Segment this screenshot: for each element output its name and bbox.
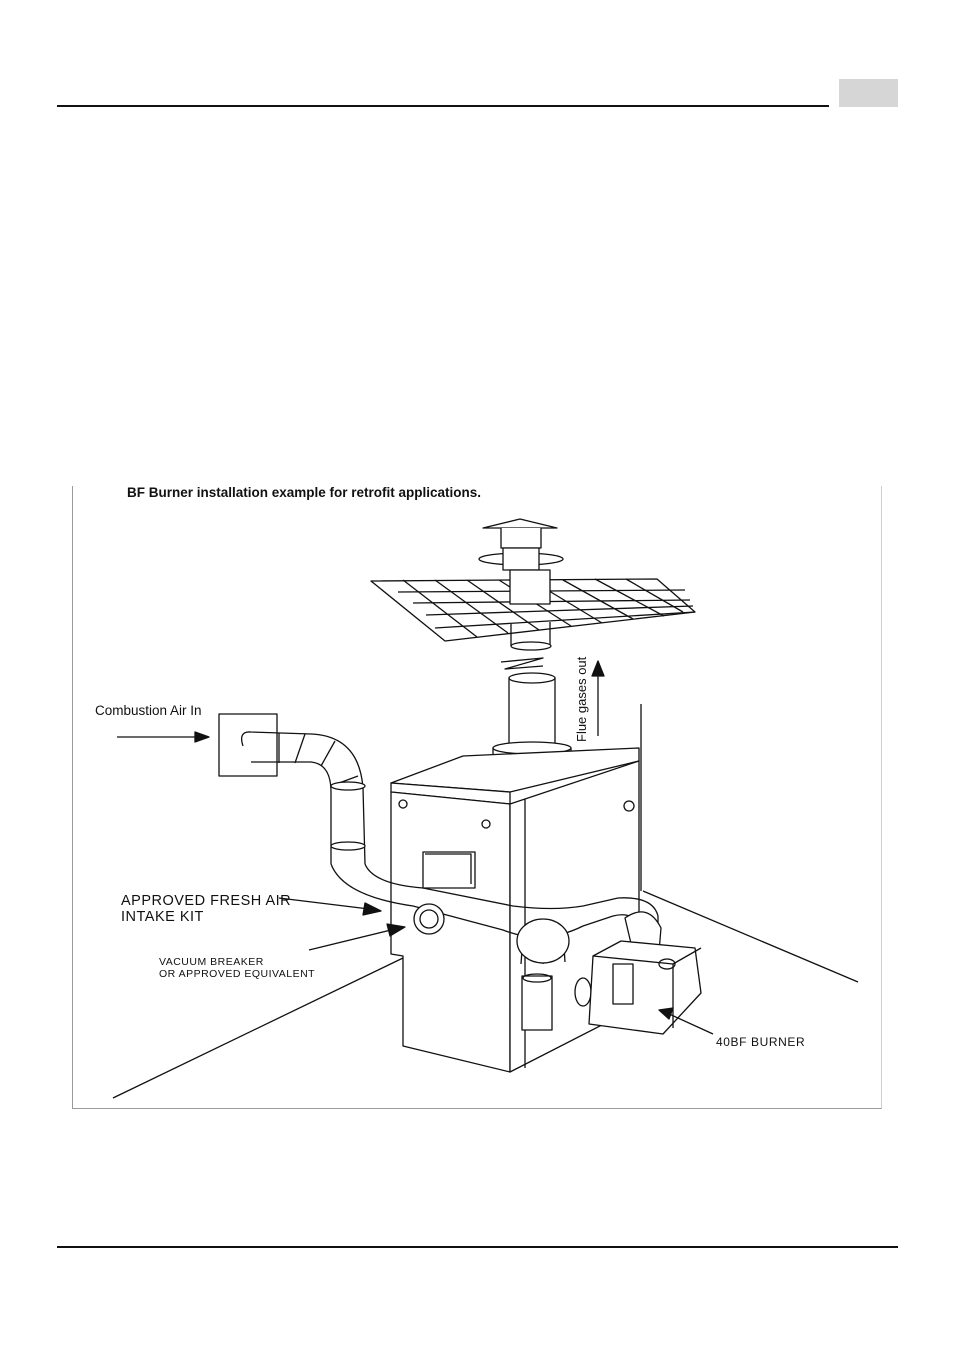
combustion-air-label: Combustion Air In (95, 704, 202, 718)
figure-caption: BF Burner installation example for retro… (127, 486, 481, 500)
installation-drawing (73, 486, 883, 1109)
boiler-side-port (575, 978, 591, 1006)
burner-arrow (667, 1013, 713, 1034)
fresh-air-kit-line-2: INTAKE KIT (121, 910, 291, 926)
boiler-port (522, 976, 552, 1030)
vacuum-breaker-label: VACUUM BREAKER OR APPROVED EQUIVALENT (159, 957, 315, 980)
flue-break-mark (501, 658, 543, 669)
fresh-air-kit-line-1: APPROVED FRESH AIR (121, 894, 291, 910)
boiler-front (391, 792, 510, 1072)
vacuum-breaker-arrow (309, 930, 391, 950)
burner-housing (589, 941, 701, 1034)
flue-pipe-upper (510, 570, 550, 604)
fresh-air-kit-arrow (279, 898, 369, 909)
header-tab (839, 79, 898, 107)
installation-figure: BF Burner installation example for retro… (72, 486, 882, 1109)
vacuum-breaker-line-1: VACUUM BREAKER (159, 957, 315, 969)
boiler-nameplate (423, 852, 475, 888)
fresh-air-kit-label: APPROVED FRESH AIR INTAKE KIT (121, 894, 291, 926)
wall-plate (219, 714, 277, 776)
footer-rule (57, 1246, 898, 1248)
vent-cap-body (501, 528, 541, 548)
vent-cap-collar (503, 548, 539, 570)
flue-pipe-lower (509, 678, 555, 748)
vacuum-breaker-line-2: OR APPROVED EQUIVALENT (159, 969, 315, 981)
vacuum-breaker (414, 904, 444, 934)
flue-arrow-head (592, 661, 604, 676)
header-rule (57, 105, 829, 107)
vent-cap-top (483, 519, 557, 528)
flue-gases-label: Flue gases out (575, 657, 588, 742)
burner-label: 40BF BURNER (716, 1036, 805, 1048)
